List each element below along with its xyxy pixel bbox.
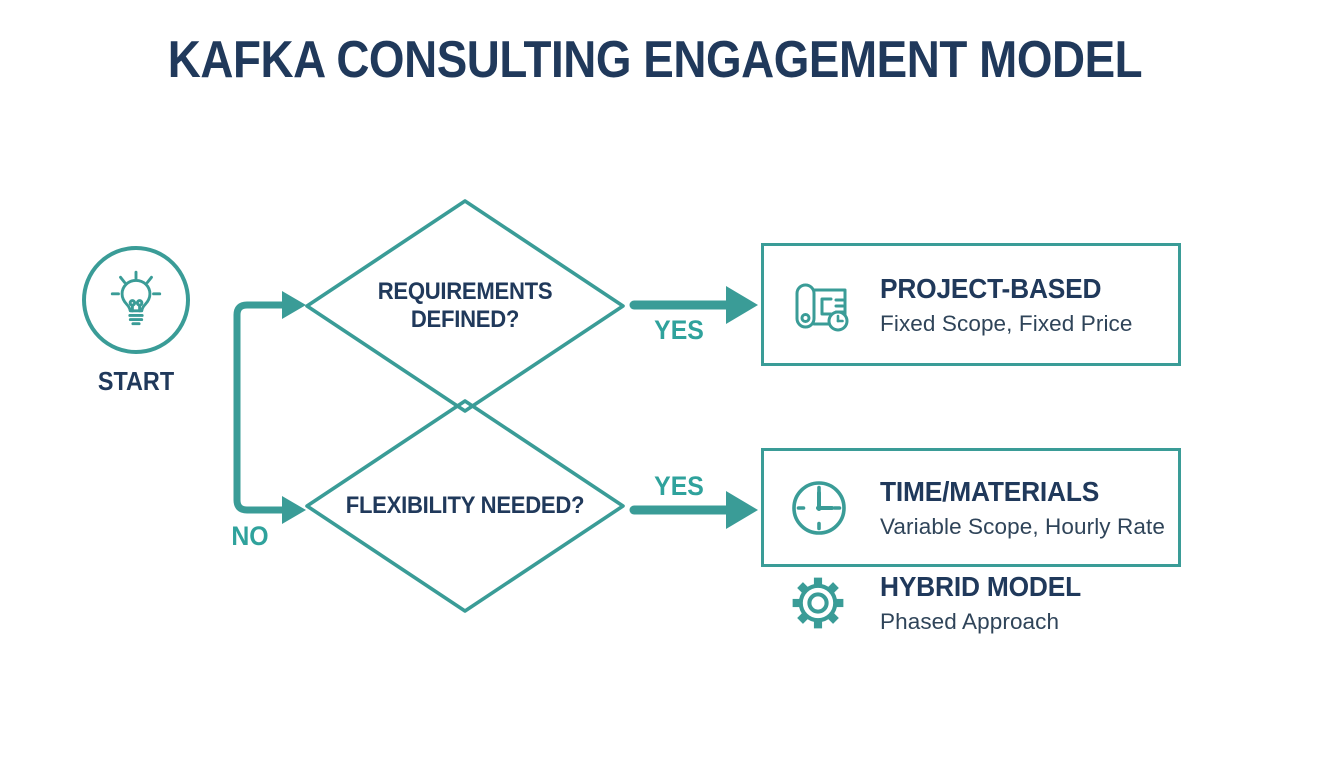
yes-arrow-top-head — [726, 286, 758, 324]
outcome-text-hybrid-model: HYBRID MODEL Phased Approach — [880, 571, 1094, 635]
clock-icon — [792, 480, 846, 535]
edge-label-yes-top: YES — [654, 315, 704, 345]
start-circle — [82, 246, 190, 354]
outcome-text-time-materials: TIME/MATERIALS Variable Scope, Hourly Ra… — [880, 476, 1165, 540]
outcome-row-hybrid-model: HYBRID MODEL Phased Approach — [761, 570, 1181, 636]
outcome-title-hybrid-model: HYBRID MODEL — [880, 571, 1081, 602]
decision-requirements-line1: REQUIREMENTS — [377, 278, 553, 305]
start-label: START — [97, 366, 175, 396]
outcome-subtitle-hybrid-model: Phased Approach — [880, 609, 1060, 634]
edge-label-yes-bottom: YES — [654, 471, 704, 501]
decision-diamond-flexibility — [305, 399, 625, 613]
decision-flexibility-line1: FLEXIBILITY NEEDED? — [345, 492, 585, 519]
outcome-title-time-materials: TIME/MATERIALS — [880, 475, 1100, 507]
no-branch-arrowhead-top — [282, 291, 306, 319]
start-node: START — [82, 246, 190, 397]
no-branch-arrowhead-bottom — [282, 496, 306, 524]
outcome-subtitle-project-based: Fixed Scope, Fixed Price — [880, 310, 1133, 336]
no-branch-connector — [233, 301, 288, 514]
page-title: KAFKA CONSULTING ENGAGEMENT MODEL — [167, 31, 1143, 89]
blueprint-clock-icon — [795, 283, 849, 331]
yes-arrow-bottom-head — [726, 491, 758, 529]
decision-diamond-requirements — [305, 199, 625, 413]
outcome-text-project-based: PROJECT-BASED Fixed Scope, Fixed Price — [880, 273, 1133, 337]
gear-icon — [792, 577, 844, 629]
edge-label-no: NO — [231, 521, 269, 551]
decision-requirements-line2: DEFINED? — [410, 306, 520, 333]
outcome-card-time-materials: TIME/MATERIALS Variable Scope, Hourly Ra… — [761, 448, 1181, 567]
outcome-title-project-based: PROJECT-BASED — [880, 272, 1102, 304]
outcome-subtitle-time-materials: Variable Scope, Hourly Rate — [880, 513, 1165, 539]
outcome-card-project-based: PROJECT-BASED Fixed Scope, Fixed Price — [761, 243, 1181, 366]
lightbulb-icon — [110, 270, 162, 326]
decision-label-requirements: REQUIREMENTS DEFINED? — [327, 278, 603, 334]
decision-label-flexibility: FLEXIBILITY NEEDED? — [304, 492, 626, 520]
